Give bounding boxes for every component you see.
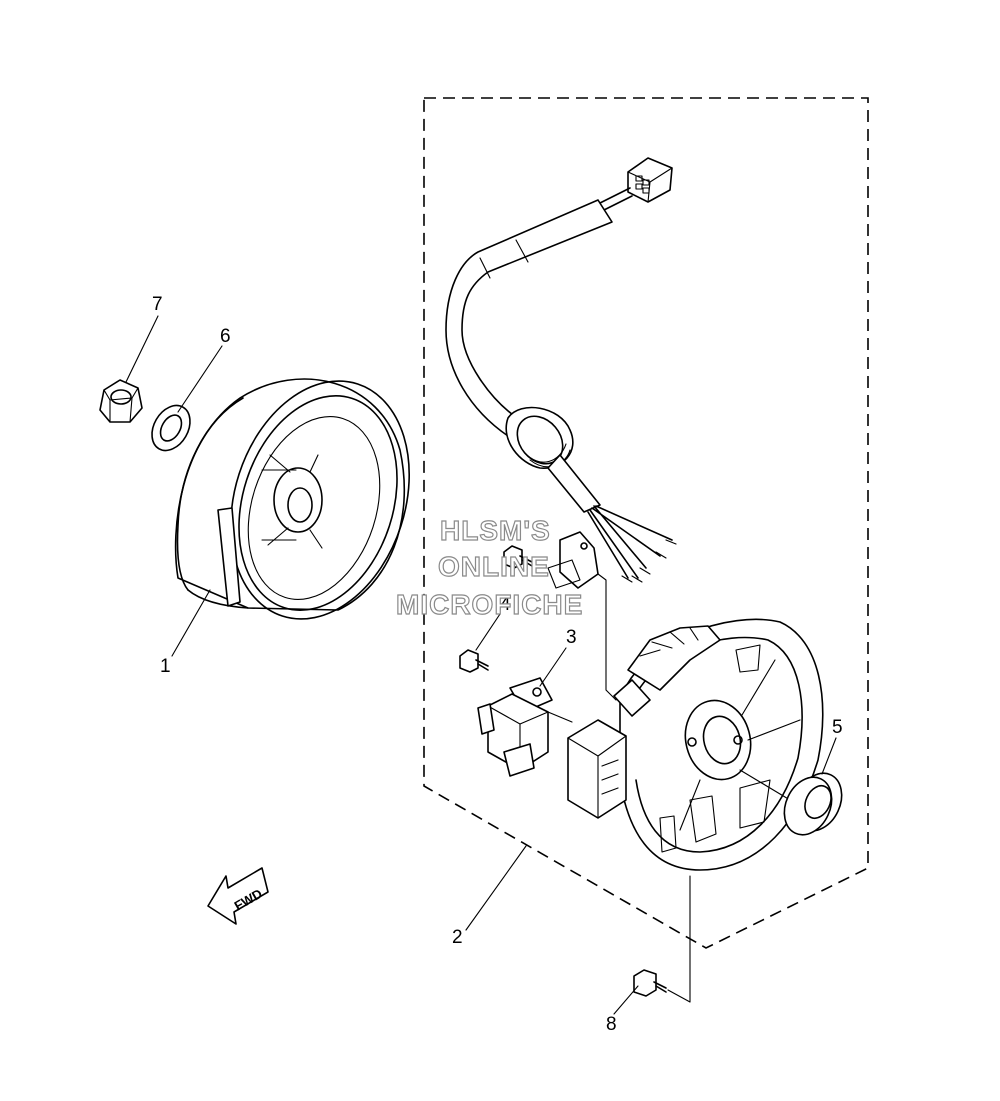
assembly-boundary [423,97,869,949]
callout-5: 5 [832,717,843,738]
callout-4: 4 [500,594,511,615]
leader-lines [125,315,837,1015]
flywheel-rotor[interactable] [174,358,439,643]
washer[interactable] [144,399,197,458]
watermark-line-1: HLSM'S [440,515,551,546]
callout-8: 8 [606,1014,617,1035]
nut[interactable] [99,379,143,423]
wire-clip[interactable] [547,531,617,701]
watermark-line-2: ONLINE [438,551,550,582]
screw-4[interactable] [459,649,489,673]
callout-2: 2 [452,927,463,948]
watermark-line-3: MICROFICHE [396,589,583,620]
screw-8-leader [667,875,691,1003]
screw-upper[interactable] [503,545,533,569]
pickup-coil[interactable] [477,677,573,777]
callout-6: 6 [220,326,231,347]
watermark: HLSM'S ONLINE MICROFICHE [395,514,583,620]
stator-assembly[interactable] [567,618,824,871]
fwd-arrow-icon: FWD [207,867,269,925]
callout-7: 7 [152,294,163,315]
callout-1: 1 [160,656,171,677]
callout-3: 3 [566,627,577,648]
oil-seal[interactable] [775,766,850,843]
screw-8[interactable] [633,969,667,997]
wire-harness[interactable] [445,157,677,583]
